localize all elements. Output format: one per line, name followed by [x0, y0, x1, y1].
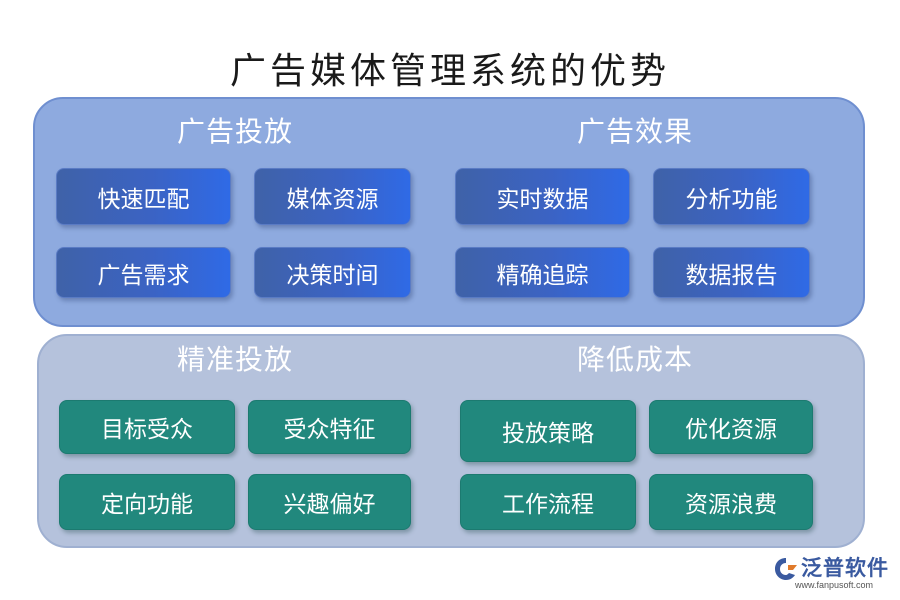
item-analysis-function: 分析功能 [653, 168, 810, 225]
section-title-cost-reduction: 降低成本 [576, 343, 693, 376]
item-targeting-function: 定向功能 [59, 474, 235, 530]
section-title-ad-delivery: 广告投放 [176, 115, 293, 148]
item-optimize-resources: 优化资源 [649, 400, 813, 454]
page-title: 广告媒体管理系统的优势 [229, 51, 670, 92]
item-delivery-strategy: 投放策略 [460, 400, 636, 462]
section-title-precise-delivery: 精准投放 [176, 343, 293, 376]
company-logo: 泛普软件 www.fanpusoft.com [765, 548, 895, 596]
item-workflow: 工作流程 [460, 474, 636, 530]
logo-name: 泛普软件 [801, 556, 889, 580]
logo-url: www.fanpusoft.com [795, 580, 874, 590]
item-fast-matching: 快速匹配 [56, 168, 231, 225]
item-data-report: 数据报告 [653, 247, 810, 298]
item-ad-demand: 广告需求 [56, 247, 231, 298]
item-audience-features: 受众特征 [248, 400, 411, 454]
item-precise-tracking: 精确追踪 [455, 247, 630, 298]
section-title-ad-effect: 广告效果 [576, 115, 693, 148]
item-target-audience: 目标受众 [59, 400, 235, 454]
item-decision-time: 决策时间 [254, 247, 411, 298]
logo-mark-icon [775, 558, 797, 580]
item-realtime-data: 实时数据 [455, 168, 630, 225]
item-resource-waste: 资源浪费 [649, 474, 813, 530]
item-interest-preference: 兴趣偏好 [248, 474, 411, 530]
item-media-resources: 媒体资源 [254, 168, 411, 225]
